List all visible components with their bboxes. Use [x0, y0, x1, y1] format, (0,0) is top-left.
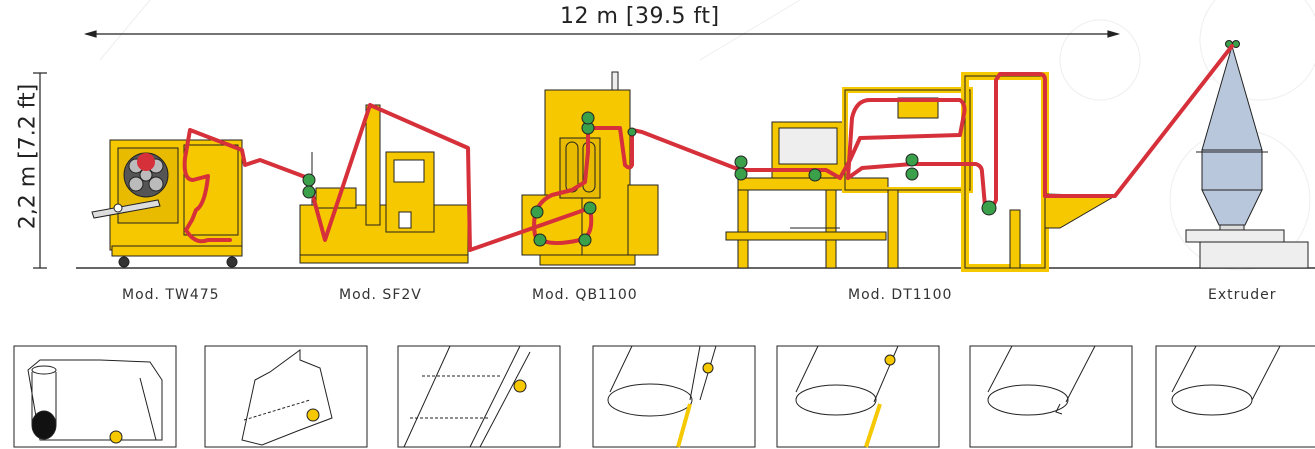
- guide-rollers: [302, 111, 997, 247]
- fold-seal-icon: [204, 345, 368, 448]
- length-dimension-line: [83, 30, 1121, 38]
- machine-tw475: [91, 139, 243, 268]
- height-dimension-line: [33, 72, 47, 269]
- film-roll-unwind-icon: [13, 345, 177, 448]
- machine-extruder: [1185, 40, 1309, 269]
- machine-label-qb1100: Mod. QB1100: [532, 287, 638, 303]
- flat-tube-icon: [1155, 345, 1315, 448]
- tube-seam-icon: [969, 345, 1133, 448]
- cut-tube-icon: [592, 345, 756, 448]
- open-tube-icon: [776, 345, 940, 448]
- length-dimension-label: 12 m [39.5 ft]: [560, 4, 720, 29]
- process-steps: [13, 345, 1315, 448]
- perforated-tube-icon: [397, 345, 561, 448]
- height-dimension-label: 2,2 m [7.2 ft]: [15, 83, 41, 230]
- machine-label-extruder: Extruder: [1208, 287, 1277, 303]
- film-web-path: [182, 44, 1234, 252]
- machine-label-sf2v: Mod. SF2V: [339, 287, 422, 303]
- machine-label-tw475: Mod. TW475: [122, 287, 220, 303]
- machine-label-dt1100: Mod. DT1100: [848, 287, 953, 303]
- background-watermark: [99, 0, 1315, 271]
